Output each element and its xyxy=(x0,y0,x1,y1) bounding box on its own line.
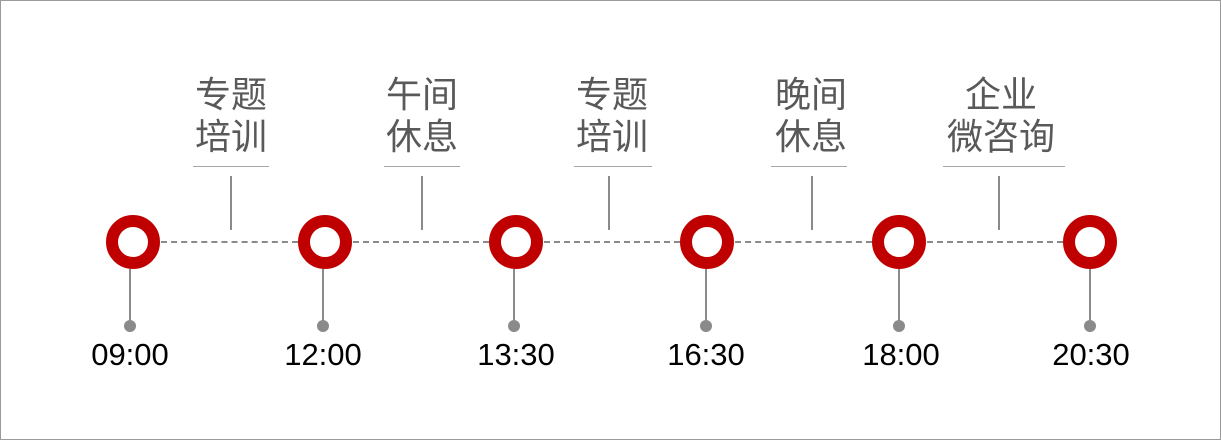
label-underline xyxy=(771,166,847,167)
connector-dash xyxy=(735,241,872,243)
timeline-node xyxy=(298,215,352,269)
timeline-node xyxy=(106,215,160,269)
connector-dash xyxy=(927,241,1063,243)
label-tick xyxy=(998,176,1000,230)
stem-dot xyxy=(893,320,905,332)
label-underline xyxy=(574,166,652,167)
stem-dot xyxy=(700,320,712,332)
node-stem xyxy=(1089,269,1091,325)
time-label: 13:30 xyxy=(477,337,555,372)
segment-label: 午间 休息 xyxy=(385,75,458,158)
label-tick xyxy=(608,176,610,230)
label-tick xyxy=(811,176,813,230)
segment-label: 专题 培训 xyxy=(575,75,648,158)
time-label: 09:00 xyxy=(91,337,169,372)
node-stem xyxy=(898,269,900,325)
time-label: 18:00 xyxy=(862,337,940,372)
node-stem xyxy=(513,269,515,325)
label-underline xyxy=(943,166,1065,167)
timeline-node xyxy=(872,215,926,269)
label-underline xyxy=(193,166,269,167)
stem-dot xyxy=(1084,320,1096,332)
timeline-node xyxy=(489,215,543,269)
stem-dot xyxy=(317,320,329,332)
connector-dash xyxy=(544,241,680,243)
node-stem xyxy=(129,269,131,325)
node-stem xyxy=(705,269,707,325)
segment-label: 企业 微咨询 xyxy=(946,75,1055,158)
stem-dot xyxy=(508,320,520,332)
label-tick xyxy=(421,176,423,230)
connector-dash xyxy=(161,241,298,243)
segment-label: 晚间 休息 xyxy=(774,75,847,158)
segment-label: 专题 培训 xyxy=(194,75,267,158)
time-label: 12:00 xyxy=(284,337,362,372)
timeline-node xyxy=(680,215,734,269)
node-stem xyxy=(322,269,324,325)
label-underline xyxy=(384,166,460,167)
label-tick xyxy=(230,176,232,230)
time-label: 16:30 xyxy=(667,337,745,372)
stem-dot xyxy=(124,320,136,332)
timeline-node xyxy=(1063,215,1117,269)
connector-dash xyxy=(353,241,489,243)
time-label: 20:30 xyxy=(1052,337,1130,372)
